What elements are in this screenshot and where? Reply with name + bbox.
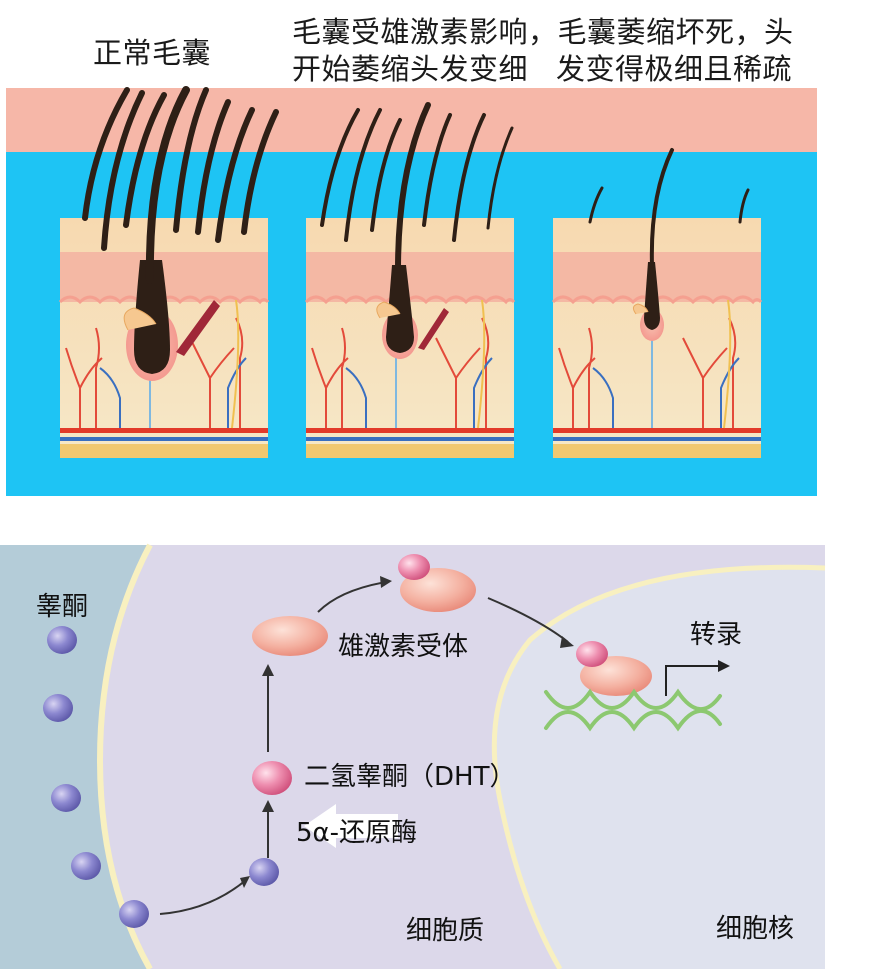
follicle-normal (123, 260, 220, 381)
label-androgen-receptor: 雄激素受体 (338, 632, 469, 662)
transcription-arrow (665, 665, 724, 696)
dht-bound-molecule (398, 554, 430, 580)
transcription-arrow-head (718, 660, 730, 672)
label-enzyme: 5α-还原酶 (296, 818, 418, 848)
caption-affected-line2: 开始萎缩头发变细 (292, 52, 529, 86)
caption-normal-follicle: 正常毛囊 (93, 36, 212, 70)
arrow-heads (240, 576, 574, 888)
label-cytoplasm: 细胞质 (406, 916, 485, 946)
testosterone-molecules (43, 626, 279, 928)
dna-helix (544, 688, 722, 732)
label-testosterone: 睾酮 (36, 592, 89, 622)
cell-diagram (0, 543, 826, 969)
label-dht: 二氢睾酮（DHT） (304, 762, 516, 792)
dht-molecule (252, 761, 292, 795)
caption-affected-line1: 毛囊受雄激素影响，毛囊萎缩坏死，头 (292, 15, 794, 49)
dht-on-dna (576, 641, 608, 667)
label-nucleus: 细胞核 (716, 914, 795, 944)
follicle-necrotic (632, 262, 664, 341)
caption-necrotic-follicle: 发变得极细且稀疏 (556, 52, 793, 86)
enzyme-arrow (304, 804, 398, 848)
hairs-necrotic (588, 148, 750, 268)
label-transcription: 转录 (690, 620, 743, 650)
skin-block-necrotic (551, 218, 763, 458)
hairs-affected (320, 102, 514, 273)
follicle-affected (376, 265, 449, 359)
androgen-receptor-free (252, 616, 328, 656)
pathway-arrows (159, 581, 569, 915)
hairs-normal (82, 86, 279, 284)
